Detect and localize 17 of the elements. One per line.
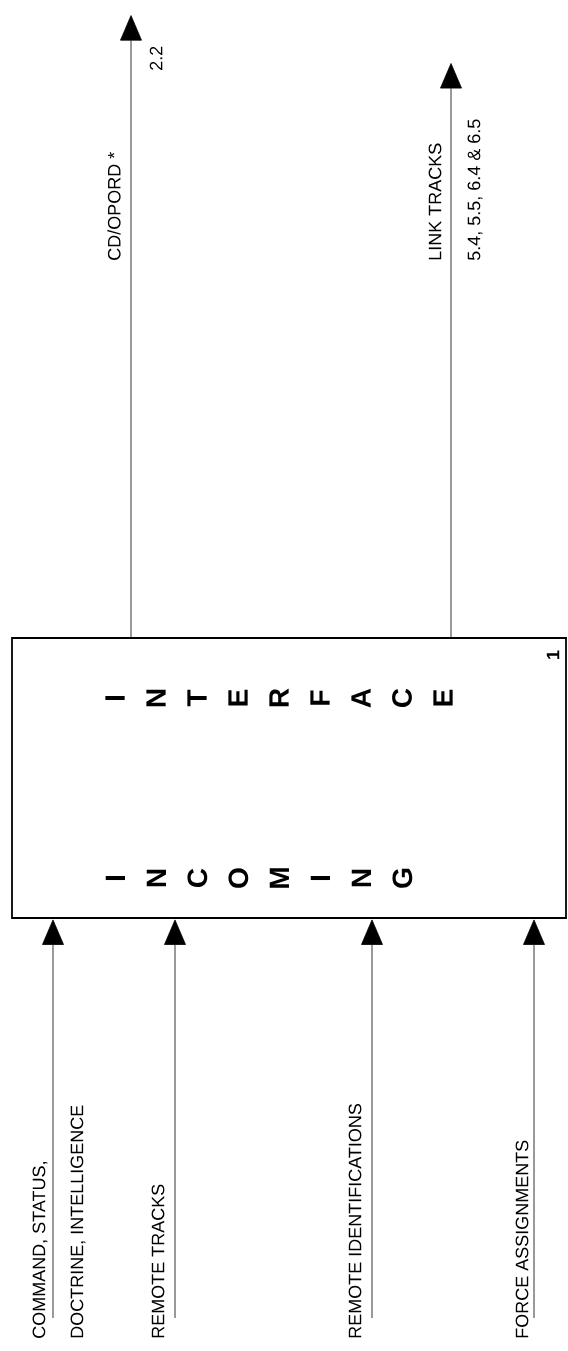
box-number: 1 — [546, 650, 560, 659]
arrow — [164, 919, 186, 1319]
arrow — [361, 919, 383, 1319]
reference-number: 2.2 — [149, 46, 163, 70]
arrow — [523, 919, 545, 1319]
arrow — [42, 919, 64, 1319]
edge-label: LINK TRACKS — [428, 143, 442, 260]
edge-label: COMMAND, STATUS, DOCTRINE, INTELLIGENCE — [32, 1105, 86, 1338]
reference-number: 5.4, 5.5, 6.4 & 6.5 — [467, 119, 483, 261]
arrow — [440, 63, 462, 638]
box-label: INCOMING — [105, 868, 413, 888]
edge-label: REMOTE TRACKS — [151, 1184, 165, 1338]
edge-label: REMOTE IDENTIFICATIONS — [348, 1103, 362, 1338]
edge-label: CD/OPORD * — [107, 152, 121, 260]
arrow — [120, 15, 142, 638]
edge-label: FORCE ASSIGNMENTS — [515, 1140, 529, 1338]
box-label: INTERFACE — [105, 688, 453, 708]
